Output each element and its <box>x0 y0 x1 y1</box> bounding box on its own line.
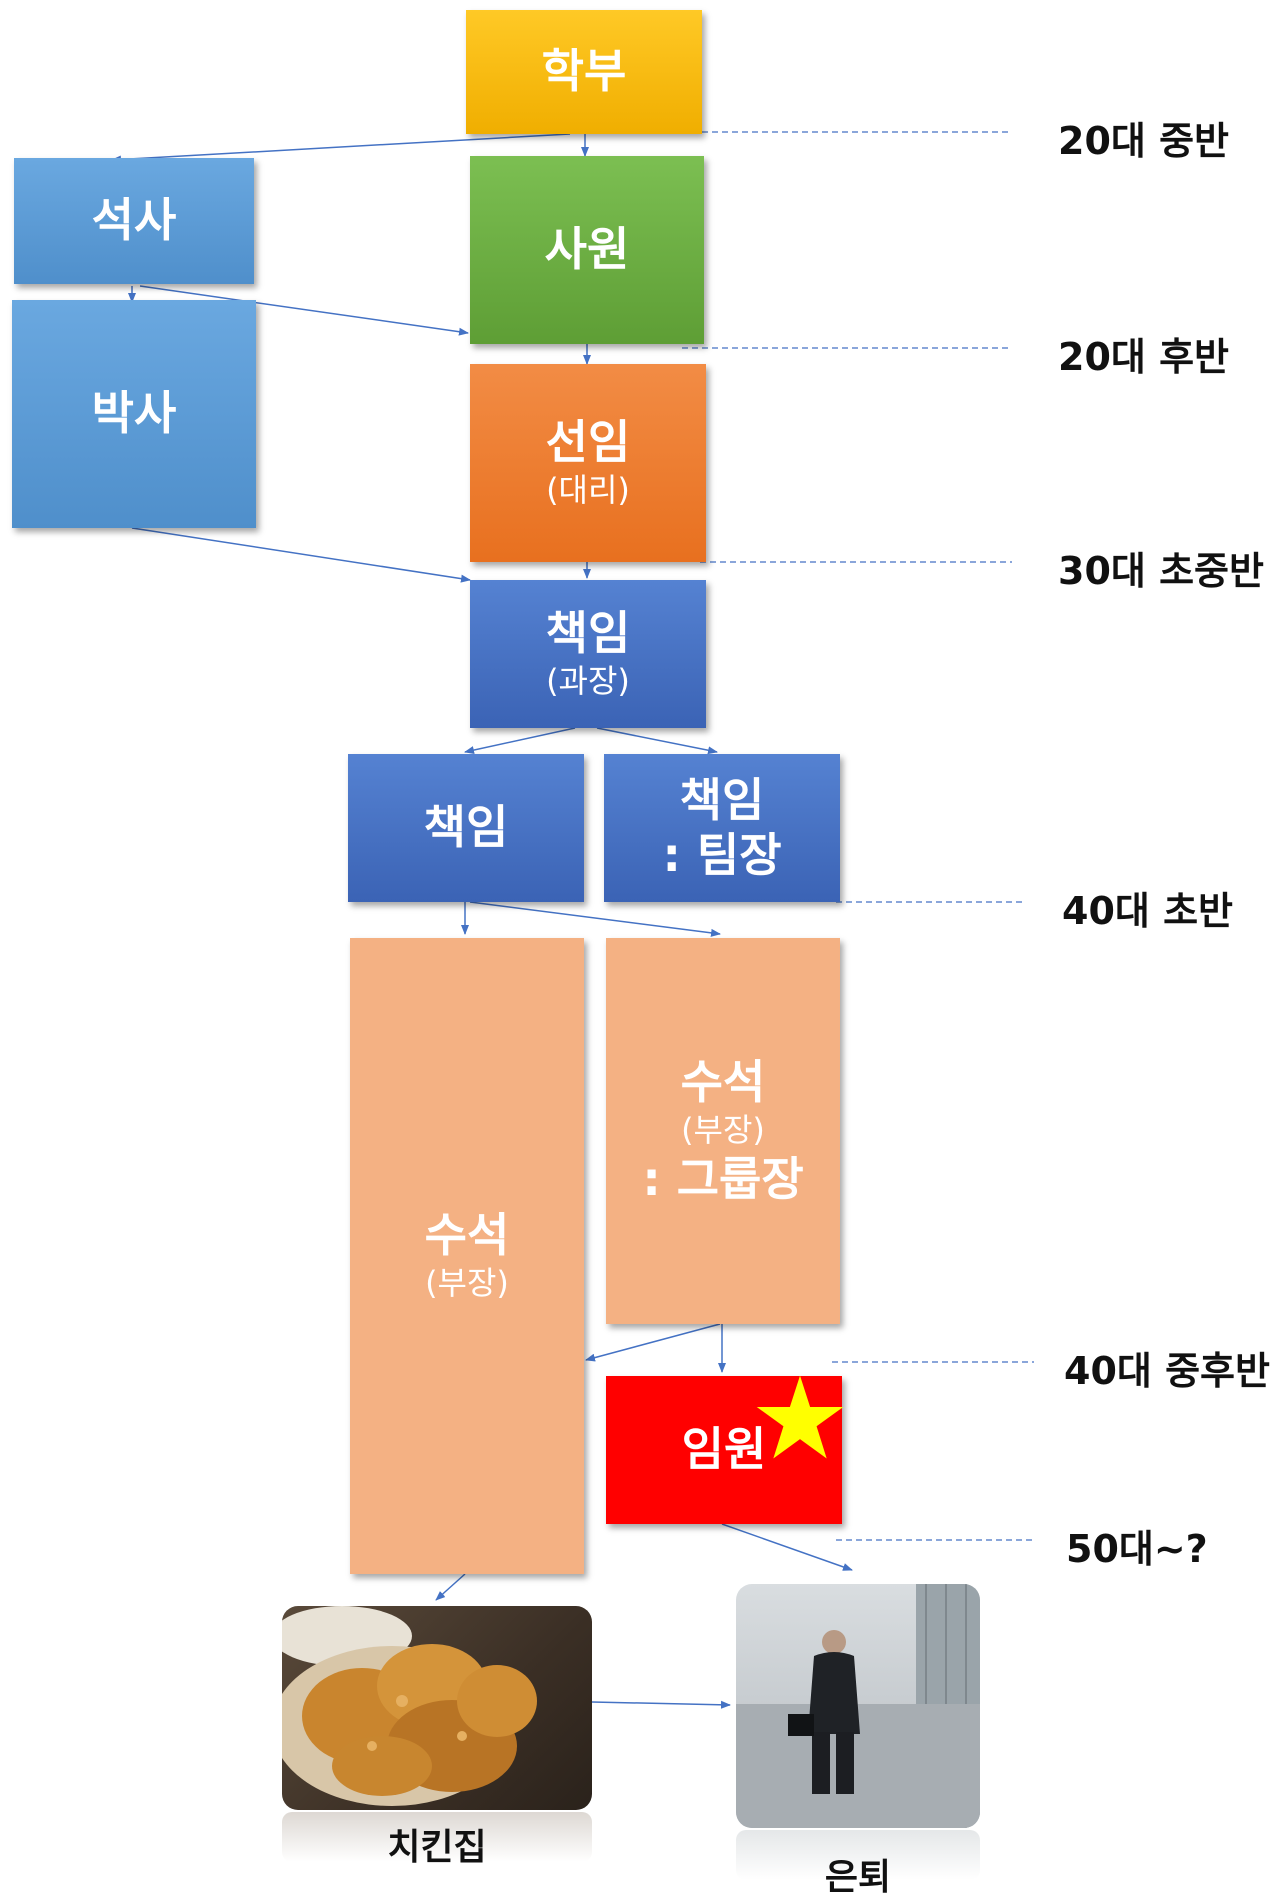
box-executive-label: 임원 <box>681 1422 767 1477</box>
arrow-group-to-principal <box>585 1323 721 1362</box>
age-fifties: 50대~? <box>1066 1527 1208 1571</box>
star-icon <box>756 1375 844 1459</box>
arrow-executive-to-retire <box>721 1523 853 1571</box>
box-principal-group: 수석 (부장) : 그룹장 <box>606 938 840 1324</box>
businessman-icon <box>736 1584 980 1828</box>
age-mid20s: 20대 중반 <box>1058 119 1229 163</box>
box-principal-sub: (부장) <box>425 1263 509 1302</box>
age-late20s: 20대 후반 <box>1058 335 1229 379</box>
chicken-reflection <box>282 1812 592 1862</box>
age-mid-late40s: 40대 중후반 <box>1064 1349 1270 1393</box>
box-staff-label: 사원 <box>544 222 630 277</box>
box-phd: 박사 <box>12 300 256 528</box>
box-principal-group-label: 수석 <box>680 1055 766 1110</box>
box-principal-group-sub: (부장) <box>681 1111 765 1150</box>
arrow-chicken-to-retire <box>591 1700 731 1709</box>
box-manager: 책임 (과장) <box>470 580 706 728</box>
arrow-principal-to-chicken <box>435 1573 466 1601</box>
box-manager-label: 책임 <box>545 605 631 660</box>
box-manager-sub: (과장) <box>546 661 630 700</box>
box-principal: 수석 (부장) <box>350 938 584 1574</box>
box-staff: 사원 <box>470 156 704 344</box>
arrow-manager-to-lead <box>596 727 718 755</box>
box-manager-plain: 책임 <box>348 754 584 902</box>
arrow-undergrad-to-masters <box>111 133 571 164</box>
box-senior-sub: (대리) <box>546 470 630 509</box>
box-manager-lead-sub: : 팀장 <box>662 828 782 882</box>
arrow-phd-to-manager <box>131 527 471 583</box>
age-early-mid30s: 30대 초중반 <box>1058 549 1264 593</box>
box-senior: 선임 (대리) <box>470 364 706 562</box>
box-phd-label: 박사 <box>91 386 177 441</box>
box-undergrad: 학부 <box>466 10 702 134</box>
box-principal-group-sub2: : 그룹장 <box>642 1151 804 1206</box>
box-manager-lead-label: 책임 <box>679 772 765 827</box>
arrow-plain-to-group <box>469 901 721 937</box>
chicken-image <box>282 1606 592 1810</box>
age-early40s: 40대 초반 <box>1062 889 1233 933</box>
retire-image <box>736 1584 980 1828</box>
chicken-caption: 치킨집 <box>387 1827 487 1868</box>
box-manager-plain-label: 책임 <box>423 800 509 855</box>
box-masters: 석사 <box>14 158 254 284</box>
box-masters-label: 석사 <box>91 193 177 248</box>
box-manager-lead: 책임 : 팀장 <box>604 754 840 902</box>
retire-reflection <box>736 1830 980 1880</box>
retire-caption: 은퇴 <box>824 1857 892 1898</box>
chicken-icon <box>282 1606 537 1806</box>
arrow-manager-to-plain <box>464 727 576 754</box>
box-undergrad-label: 학부 <box>541 44 627 99</box>
arrow-masters-to-staff <box>139 285 469 336</box>
box-senior-label: 선임 <box>545 414 631 469</box>
box-principal-label: 수석 <box>424 1207 510 1262</box>
